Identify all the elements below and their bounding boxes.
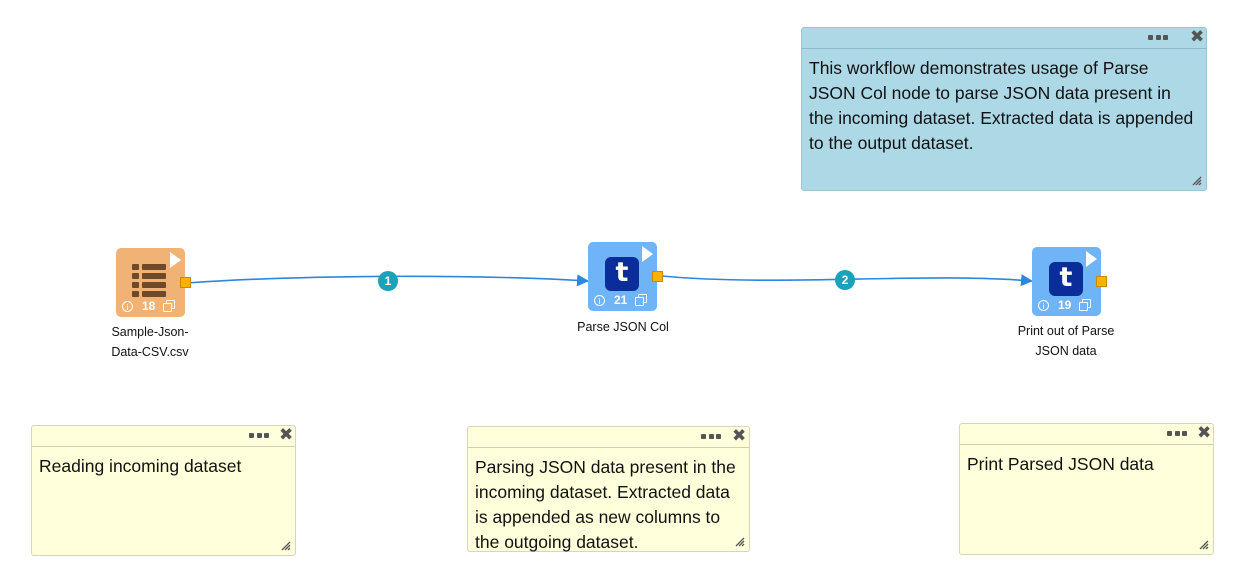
node-label-line1: Sample-Json-: [111, 325, 189, 339]
output-port[interactable]: [180, 277, 191, 288]
copy-icon[interactable]: [1079, 299, 1092, 311]
node-label: Parse JSON Col: [553, 317, 693, 337]
play-icon[interactable]: [170, 252, 181, 268]
node-footer: i 18: [122, 299, 181, 313]
node-id: 19: [1058, 298, 1072, 312]
close-icon[interactable]: ✖: [732, 426, 747, 446]
close-icon[interactable]: ✖: [1190, 27, 1205, 47]
node-print-out-parse-json[interactable]: t i 19: [1032, 247, 1107, 316]
transform-t-icon: t: [1049, 262, 1083, 296]
note-header: ✖: [960, 424, 1213, 445]
edge-label-1[interactable]: 1: [378, 271, 398, 291]
node-footer: i 21: [594, 293, 653, 307]
node-parse-json-col[interactable]: t i 21: [588, 242, 663, 311]
note-text[interactable]: Parsing JSON data present in the incomin…: [475, 457, 736, 552]
node-sample-json-data-csv[interactable]: i 18: [116, 248, 191, 317]
node-id: 18: [142, 299, 156, 313]
resize-grip-icon[interactable]: [281, 541, 291, 551]
table-icon: [132, 264, 168, 297]
node-label-line2: JSON data: [1035, 344, 1097, 358]
sticky-note-reading[interactable]: ✖ Reading incoming dataset: [31, 425, 296, 556]
sticky-note-print[interactable]: ✖ Print Parsed JSON data: [959, 423, 1214, 555]
edge-label-2[interactable]: 2: [835, 270, 855, 290]
info-icon[interactable]: i: [594, 294, 605, 306]
node-id: 21: [614, 293, 628, 307]
play-icon[interactable]: [642, 246, 653, 262]
node-label-line1: Print out of Parse: [1017, 324, 1115, 338]
note-header: ✖: [32, 426, 295, 447]
sticky-note-parsing[interactable]: ✖ Parsing JSON data present in the incom…: [467, 426, 750, 552]
info-icon[interactable]: i: [1038, 299, 1049, 311]
note-header: ✖: [802, 28, 1206, 49]
close-icon[interactable]: ✖: [279, 425, 294, 445]
sticky-note-description[interactable]: ✖ This workflow demonstrates usage of Pa…: [801, 27, 1207, 191]
transform-t-icon: t: [605, 257, 639, 291]
play-icon[interactable]: [1086, 251, 1097, 267]
resize-grip-icon[interactable]: [1199, 540, 1209, 550]
node-footer: i 19: [1038, 298, 1097, 312]
more-dots-icon[interactable]: [249, 431, 269, 439]
output-port[interactable]: [1096, 276, 1107, 287]
note-header: ✖: [468, 427, 749, 448]
node-label: Sample-Json- Data-CSV.csv: [80, 322, 220, 362]
resize-grip-icon[interactable]: [1192, 176, 1202, 186]
more-dots-icon[interactable]: [701, 432, 721, 440]
copy-icon[interactable]: [635, 294, 648, 306]
info-icon[interactable]: i: [122, 300, 133, 312]
close-icon[interactable]: ✖: [1197, 423, 1212, 443]
more-dots-icon[interactable]: [1167, 429, 1187, 437]
note-text[interactable]: Print Parsed JSON data: [967, 454, 1154, 474]
note-text[interactable]: Reading incoming dataset: [39, 456, 242, 476]
resize-grip-icon[interactable]: [735, 537, 745, 547]
note-text[interactable]: This workflow demonstrates usage of Pars…: [809, 58, 1194, 153]
node-label-line2: Data-CSV.csv: [111, 345, 189, 359]
output-port[interactable]: [652, 271, 663, 282]
node-label: Print out of Parse JSON data: [996, 321, 1136, 361]
more-dots-icon[interactable]: [1148, 33, 1168, 41]
node-label-line1: Parse JSON Col: [577, 320, 669, 334]
copy-icon[interactable]: [163, 300, 176, 312]
